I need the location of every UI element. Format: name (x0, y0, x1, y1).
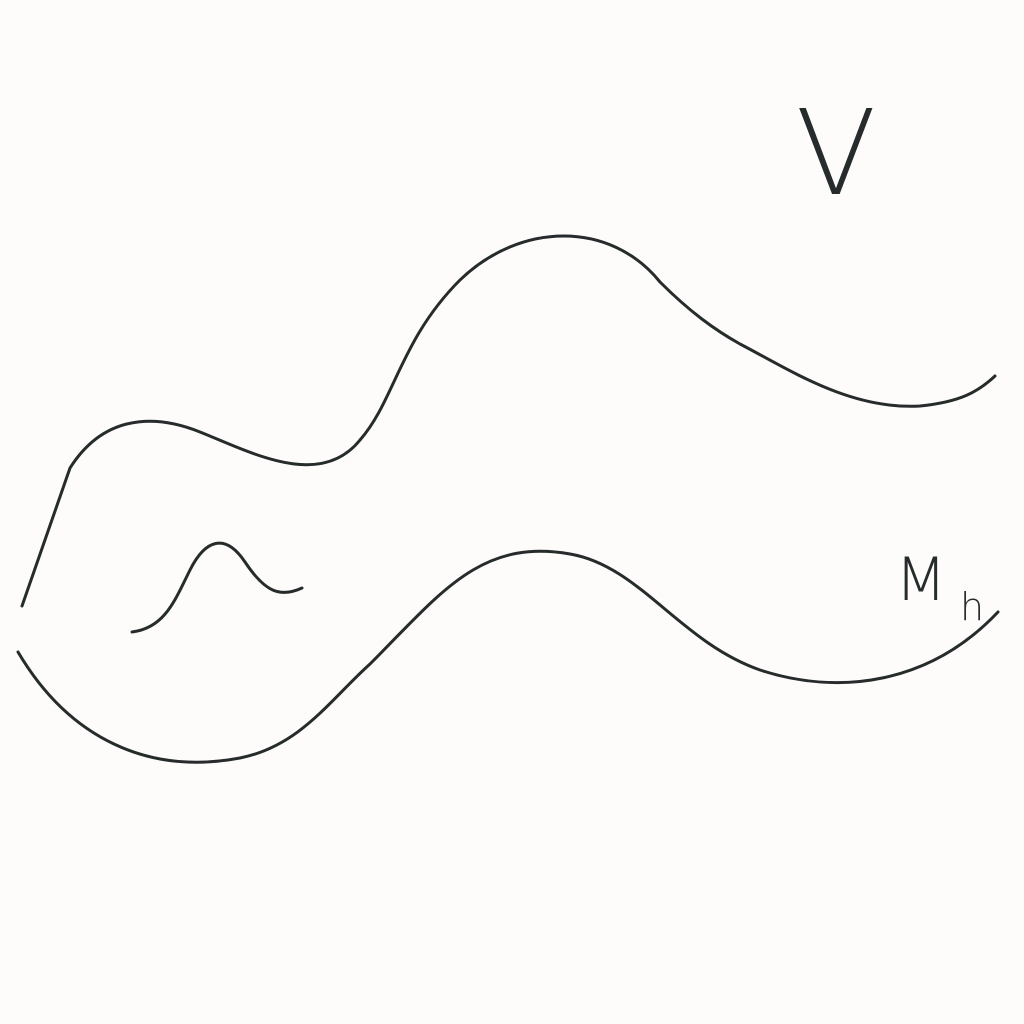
label-m: M (895, 545, 947, 615)
small-bump-curve (130, 541, 304, 634)
upper-curve (20, 234, 997, 608)
label-m-subscript: h (960, 585, 984, 629)
lower-curve (16, 549, 1000, 764)
label-v: V (796, 84, 877, 222)
